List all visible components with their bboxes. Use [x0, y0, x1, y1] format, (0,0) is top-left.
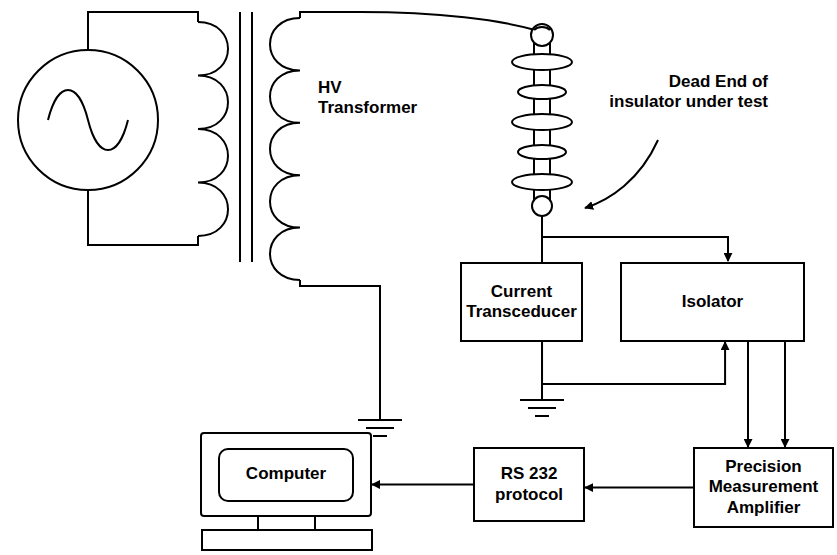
secondary-coil: [270, 18, 300, 280]
box-text: Computer: [246, 464, 326, 484]
wire: [88, 190, 198, 245]
hv-wire: [300, 12, 535, 30]
process-box: Precision Measurement Amplifier: [693, 447, 834, 528]
process-box: Current Transceducer: [460, 262, 583, 342]
insulator: [512, 24, 572, 216]
box-text: RS 232 protocol: [481, 464, 577, 505]
transformer-core: [239, 12, 241, 262]
component-label: HV Transformer: [318, 78, 428, 119]
box-text: Current Transceducer: [466, 282, 577, 323]
wire: [300, 280, 380, 420]
ac-source: [18, 50, 158, 190]
signal-connector: [585, 487, 693, 489]
process-box: Isolator: [620, 262, 805, 342]
wire: [542, 237, 728, 261]
screen-frame: Computer: [218, 448, 354, 502]
monitor-neck: [258, 517, 315, 530]
sine-symbol: [48, 90, 128, 150]
signal-connector: [542, 342, 725, 384]
signal-connector: [747, 342, 749, 447]
signal-connector: [372, 484, 473, 486]
process-box: RS 232 protocol: [473, 447, 585, 522]
wire: [88, 12, 198, 50]
signal-connector: [784, 342, 786, 447]
callout-label: Dead End of insulator under test: [608, 72, 768, 113]
monitor-base: [202, 530, 372, 550]
transformer-core: [251, 12, 253, 262]
box-text: Precision Measurement Amplifier: [701, 457, 826, 518]
computer-monitor: Computer: [200, 432, 372, 517]
pointer-arrow: [585, 140, 658, 208]
ground-symbol: [520, 400, 564, 416]
box-text: Isolator: [682, 292, 743, 312]
wire: [541, 216, 543, 262]
primary-coil: [198, 22, 228, 236]
